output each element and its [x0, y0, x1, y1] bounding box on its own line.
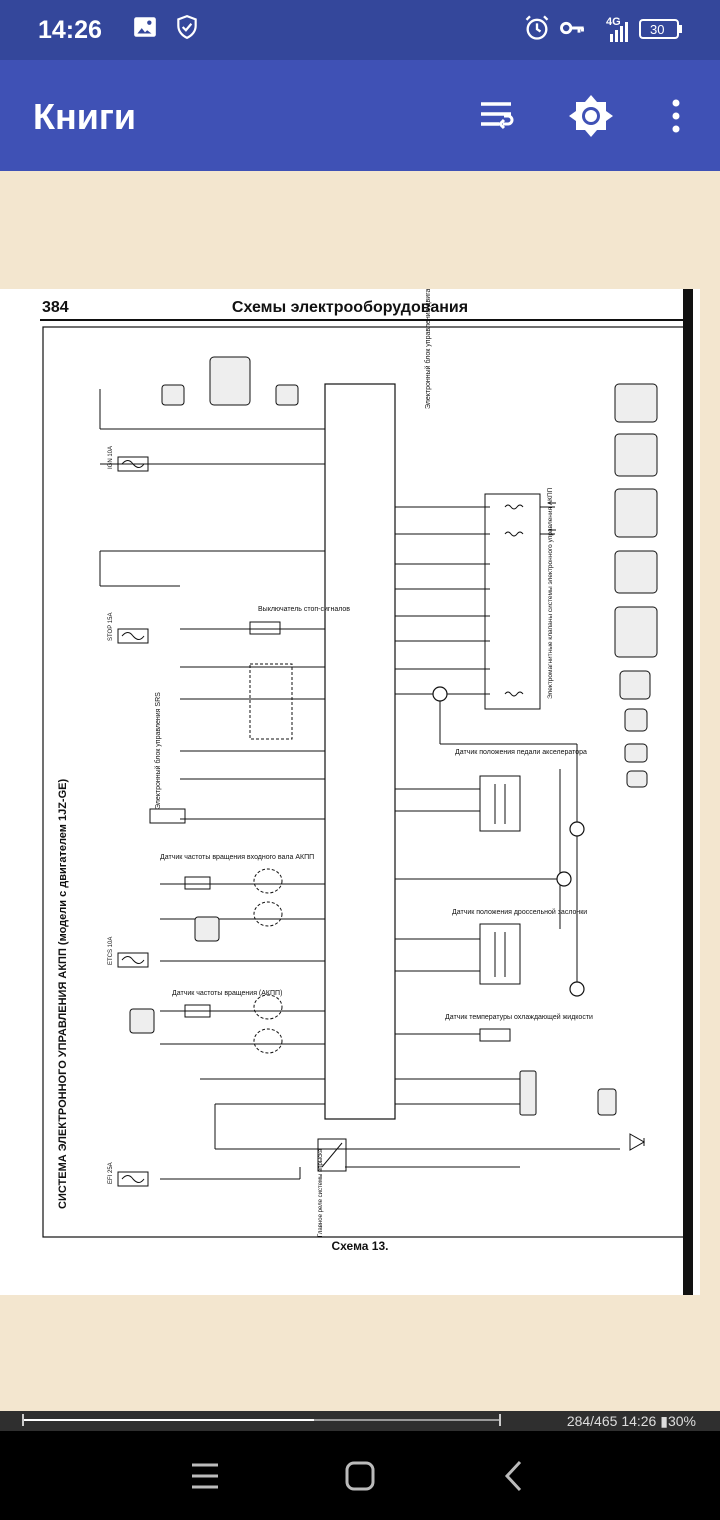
- footer-battery: 30%: [667, 1413, 696, 1429]
- progress-end-tick: [499, 1414, 501, 1426]
- footer-time: 14:26: [621, 1413, 657, 1429]
- page-edge: [683, 289, 693, 1295]
- speed-sensor-label: Датчик частоты вращения (АКПП): [172, 990, 282, 997]
- fuse-efi-label: EFI 25A: [108, 1162, 114, 1184]
- temp-sensor-label: Датчик температуры охлаждающей жидкости: [445, 1013, 593, 1021]
- brightness-icon[interactable]: [563, 88, 619, 144]
- shield-check-icon: [174, 14, 204, 44]
- battery-level: 30: [650, 22, 664, 37]
- key-icon: [558, 14, 588, 44]
- wrap-text-icon[interactable]: [468, 88, 524, 144]
- back-icon[interactable]: [478, 1451, 548, 1501]
- home-icon[interactable]: [325, 1451, 395, 1501]
- throttle-sensor-label: Датчик положения дроссельной заслонки: [452, 908, 587, 916]
- progress-start-tick: [22, 1414, 24, 1426]
- srs-unit-label: Электронный блок управления SRS: [154, 692, 162, 809]
- navigation-bar: [0, 1431, 720, 1520]
- main-relay-label: Главное реле системы впрыска: [318, 1148, 324, 1237]
- input-speed-sensor-label: Датчик частоты вращения входного вала АК…: [160, 854, 314, 861]
- recent-apps-icon[interactable]: [170, 1451, 240, 1501]
- wiring-diagram: СИСТЕМА ЭЛЕКТРОННОГО УПРАВЛЕНИЯ АКПП (мо…: [42, 289, 686, 1238]
- accel-sensor-label: Датчик положения педали акселератора: [455, 749, 587, 756]
- status-bar: 14:26 4G 30: [0, 0, 720, 60]
- reading-progress-fill: [24, 1419, 314, 1421]
- footer-info: 284/465 14:26 ▮30%: [567, 1411, 696, 1431]
- reader-footer: 284/465 14:26 ▮30%: [0, 1411, 720, 1431]
- signal-icon: 4G: [596, 14, 636, 44]
- fuse-etcs-label: ETCS 10A: [108, 937, 114, 965]
- solenoids-label: Электромагнитные клапаны системы электро…: [547, 487, 554, 699]
- alarm-icon: [523, 14, 553, 44]
- stop-switch-label: Выключатель стоп-сигналов: [258, 606, 350, 613]
- page-header: Схемы электрооборудования: [231, 299, 469, 316]
- status-time: 14:26: [38, 16, 102, 44]
- fuse-stop-label: STOP 15A: [108, 613, 114, 641]
- fuse-ign-label: IGN 10A: [108, 446, 114, 469]
- image-icon: [132, 14, 162, 44]
- battery-icon: 30: [638, 14, 684, 44]
- footer-battery-icon: ▮: [660, 1413, 668, 1429]
- document-page: 384 Схемы электрооборудования СИСТЕМА ЭЛ…: [0, 289, 700, 1295]
- header-divider: [40, 319, 690, 321]
- more-vert-icon[interactable]: [648, 88, 704, 144]
- figure-caption: Схема 13.: [331, 1239, 389, 1253]
- document-viewport[interactable]: 384 Схемы электрооборудования СИСТЕМА ЭЛ…: [0, 171, 720, 1411]
- page-position: 284/465: [566, 1413, 618, 1429]
- page-number: 384: [42, 299, 69, 316]
- diagram-vertical-title: СИСТЕМА ЭЛЕКТРОННОГО УПРАВЛЕНИЯ АКПП (мо…: [57, 779, 69, 1209]
- network-label: 4G: [606, 16, 621, 28]
- app-title: Книги: [33, 96, 136, 137]
- engine-ecu-label: Электронный блок управления двигателем: [424, 289, 432, 409]
- app-bar: Книги: [0, 60, 720, 171]
